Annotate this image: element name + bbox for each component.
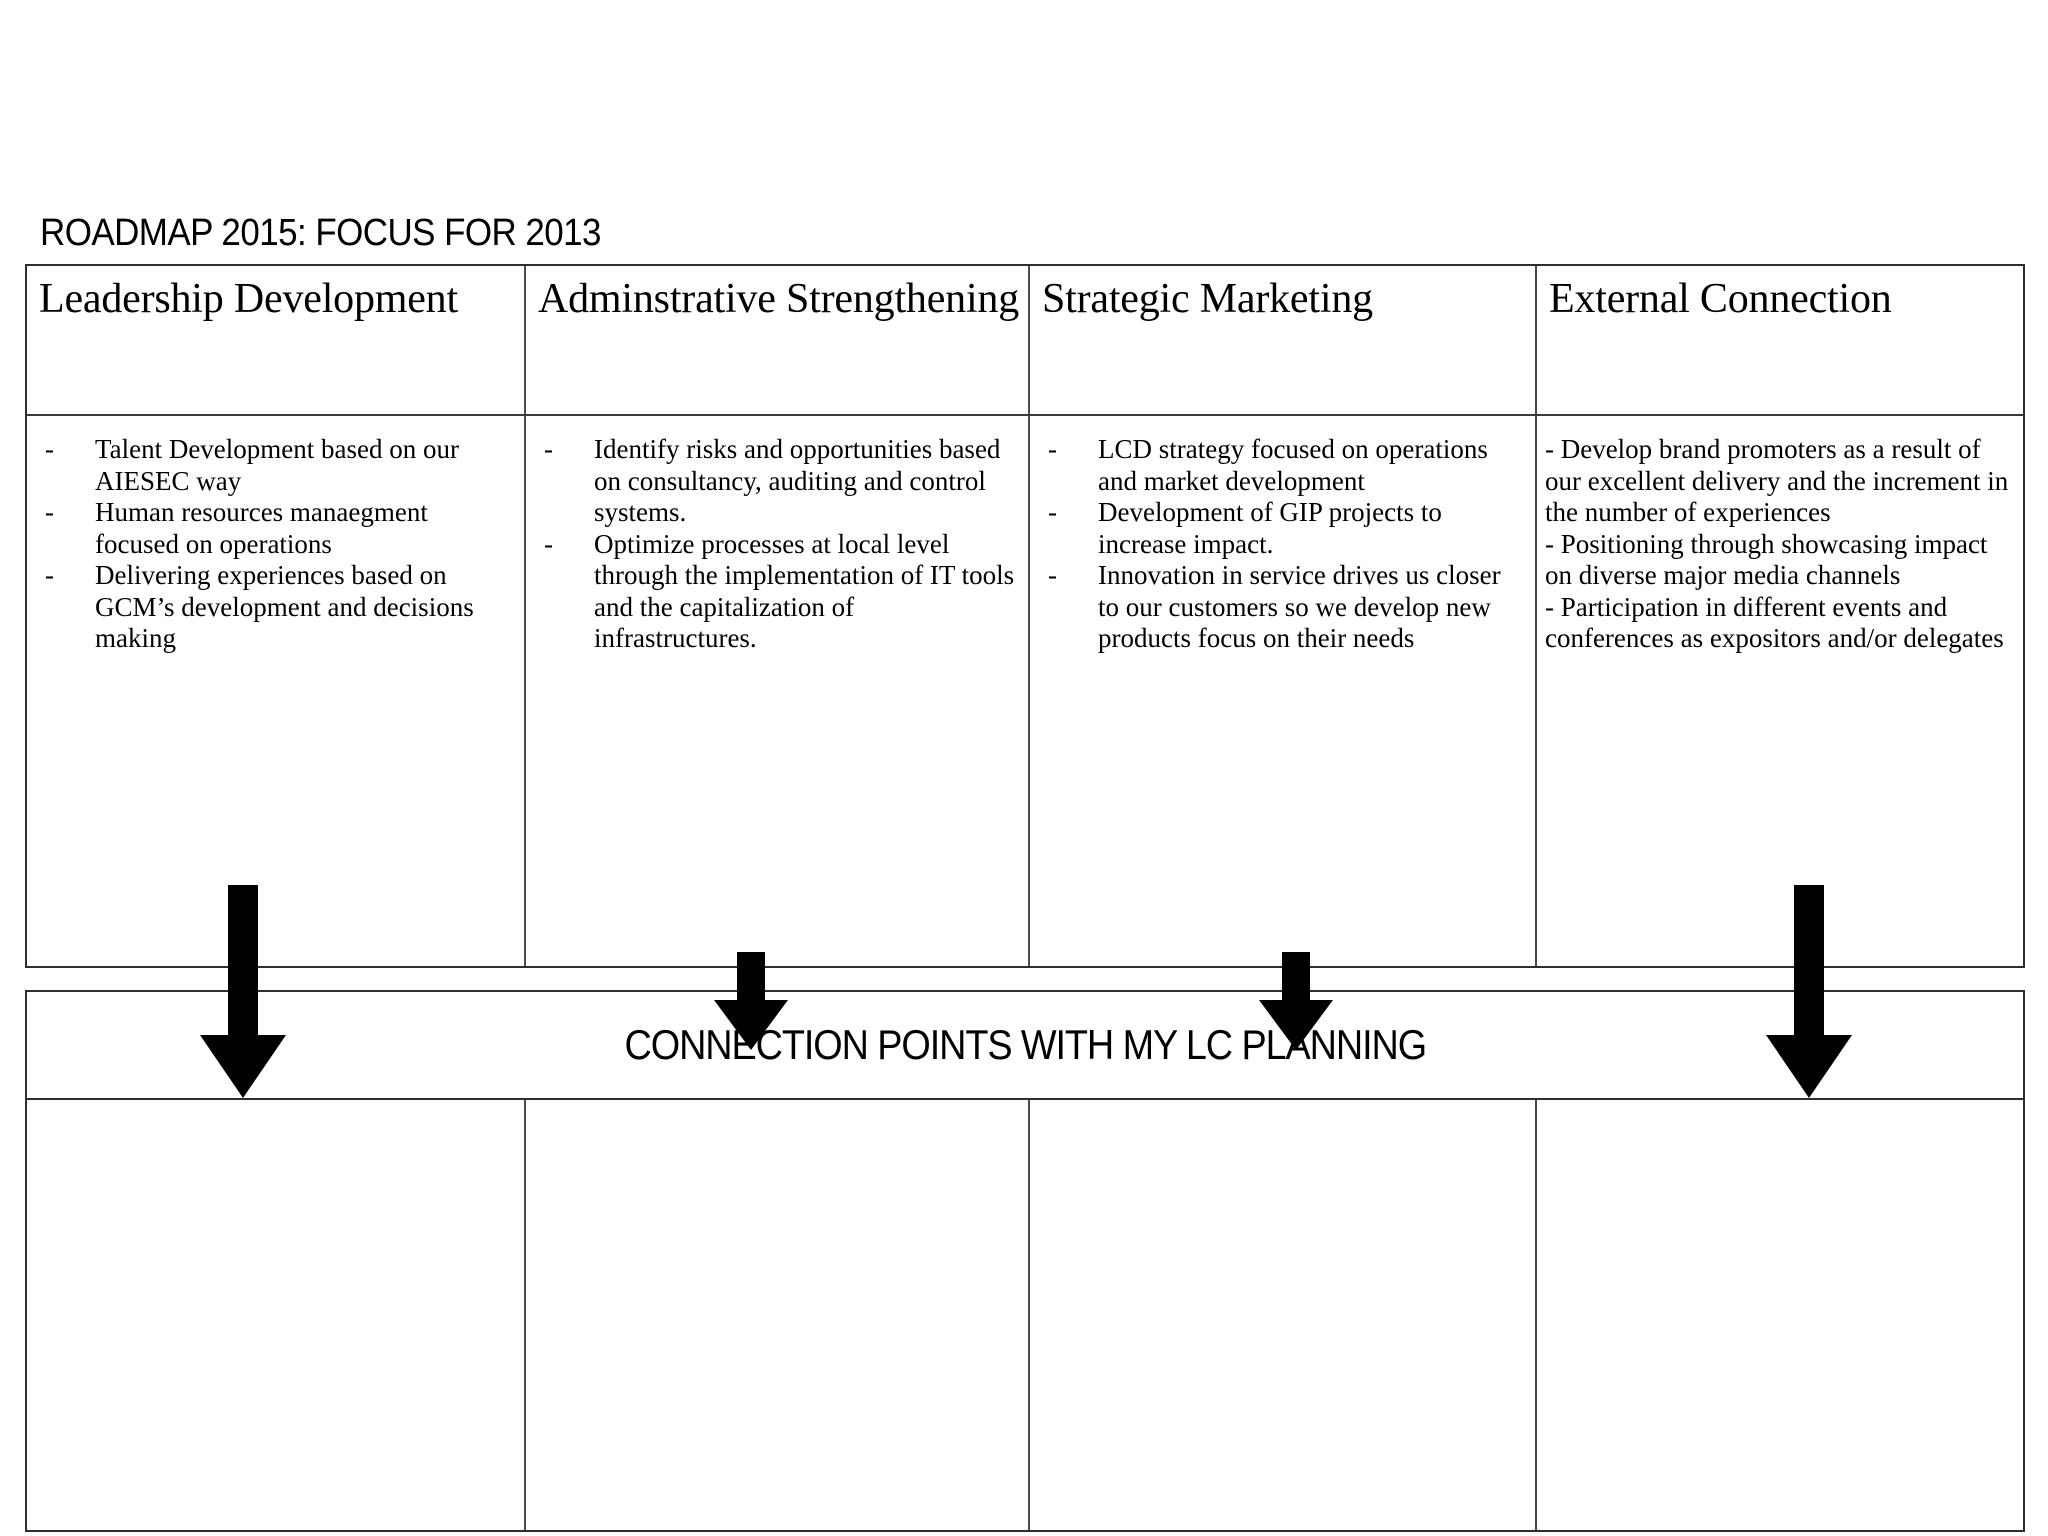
column-header-strategic-marketing: Strategic Marketing — [1030, 266, 1537, 414]
focus-areas-body-row: - Talent Development based on our AIESEC … — [27, 416, 2023, 966]
arrow-down-strategic-marketing-icon — [1258, 952, 1334, 1052]
lc-planning-cell-external-connection[interactable] — [1537, 1100, 2023, 1530]
column-body-leadership-development: - Talent Development based on our AIESEC … — [27, 416, 526, 966]
list-item-text: LCD strategy focused on operations and m… — [1097, 434, 1488, 496]
focus-areas-header-row: Leadership Development Adminstrative Str… — [27, 266, 2023, 416]
column-body-content: -- Develop brand promoters as a result o… — [1537, 416, 2023, 655]
connection-points-banner: CONNECTION POINTS WITH MY LC PLANNING — [25, 990, 2025, 1100]
arrow-down-leadership-icon — [198, 885, 288, 1100]
list-item: -- Develop brand promoters as a result o… — [1545, 434, 2015, 529]
arrow-down-adminstrative-icon — [713, 952, 789, 1052]
bullet-list: - Talent Development based on our AIESEC … — [35, 434, 516, 655]
list-item-text: - Positioning through showcasing impact … — [1544, 528, 1988, 591]
list-item-text: Development of GIP projects to increase … — [1097, 497, 1442, 559]
dash-bullet: - — [1047, 434, 1057, 464]
dash-bullet: - — [1047, 497, 1057, 528]
column-body-external-connection: -- Develop brand promoters as a result o… — [1537, 416, 2023, 966]
column-header-label: Adminstrative Strengthening — [538, 276, 1020, 322]
list-item: - Identify risks and opportunities based … — [534, 434, 1020, 529]
dash-bullet: - — [45, 560, 54, 591]
lc-planning-cell-content — [526, 1100, 1028, 1118]
list-item: - Delivering experiences based on GCM’s … — [35, 560, 516, 655]
column-body-content: - LCD strategy focused on operations and … — [1030, 416, 1535, 655]
column-body-content: - Talent Development based on our AIESEC … — [27, 416, 524, 655]
list-item-text: Innovation in service drives us closer t… — [1097, 560, 1501, 654]
dash-bullet: - — [544, 434, 553, 464]
column-header-external-connection: External Connection — [1537, 266, 2023, 414]
list-item-text: Talent Development based on our AIESEC w… — [95, 434, 459, 496]
lc-planning-cell-content — [27, 1100, 524, 1118]
column-body-content: - Identify risks and opportunities based … — [526, 416, 1028, 655]
lc-planning-cell-content — [1537, 1100, 2023, 1118]
column-header-leadership-development: Leadership Development — [27, 266, 526, 414]
list-item: - Development of GIP projects to increase… — [1038, 497, 1527, 560]
list-item-text: Identify risks and opportunities based o… — [594, 434, 1001, 528]
list-item-text: Human resources manaegment focused on op… — [95, 497, 428, 559]
focus-areas-table: Leadership Development Adminstrative Str… — [25, 264, 2025, 968]
bullet-list: -- Develop brand promoters as a result o… — [1545, 434, 2015, 655]
bullet-list: - LCD strategy focused on operations and … — [1038, 434, 1527, 655]
column-header-adminstrative-strengthening: Adminstrative Strengthening — [526, 266, 1030, 414]
dash-bullet: - — [45, 434, 54, 464]
column-body-adminstrative-strengthening: - Identify risks and opportunities based … — [526, 416, 1030, 966]
list-item-text: - Participation in different events and … — [1544, 591, 2004, 654]
column-header-label: External Connection — [1548, 276, 1892, 322]
lc-planning-cell-content — [1030, 1100, 1535, 1118]
bullet-list: - Identify risks and opportunities based … — [534, 434, 1020, 655]
column-header-label: Strategic Marketing — [1041, 276, 1373, 322]
page-title: ROADMAP 2015: FOCUS FOR 2013 — [40, 212, 601, 254]
list-item: - - Positioning through showcasing impac… — [1545, 529, 2015, 592]
arrow-down-external-connection-icon — [1764, 885, 1854, 1100]
lc-planning-table — [25, 1100, 2025, 1532]
list-item-text: Optimize processes at local level throug… — [594, 528, 1015, 654]
lc-planning-cell-adminstrative[interactable] — [526, 1100, 1030, 1530]
column-header-label: Leadership Development — [39, 276, 458, 322]
dash-bullet: - — [544, 528, 553, 559]
column-body-strategic-marketing: - LCD strategy focused on operations and … — [1030, 416, 1537, 966]
list-item: - Optimize processes at local level throu… — [534, 529, 1020, 655]
list-item: - Talent Development based on our AIESEC … — [35, 434, 516, 497]
list-item-text: Delivering experiences based on GCM’s de… — [95, 560, 474, 654]
list-item-text: - Develop brand promoters as a result of… — [1544, 434, 2009, 528]
dash-bullet: - — [45, 497, 54, 528]
list-item: - - Participation in different events an… — [1545, 592, 2015, 655]
lc-planning-cell-strategic-marketing[interactable] — [1030, 1100, 1537, 1530]
dash-bullet: - — [1047, 560, 1057, 591]
list-item: - Human resources manaegment focused on o… — [35, 497, 516, 560]
list-item: - Innovation in service drives us closer … — [1038, 560, 1527, 655]
lc-planning-cell-leadership[interactable] — [27, 1100, 526, 1530]
list-item: - LCD strategy focused on operations and … — [1038, 434, 1527, 497]
